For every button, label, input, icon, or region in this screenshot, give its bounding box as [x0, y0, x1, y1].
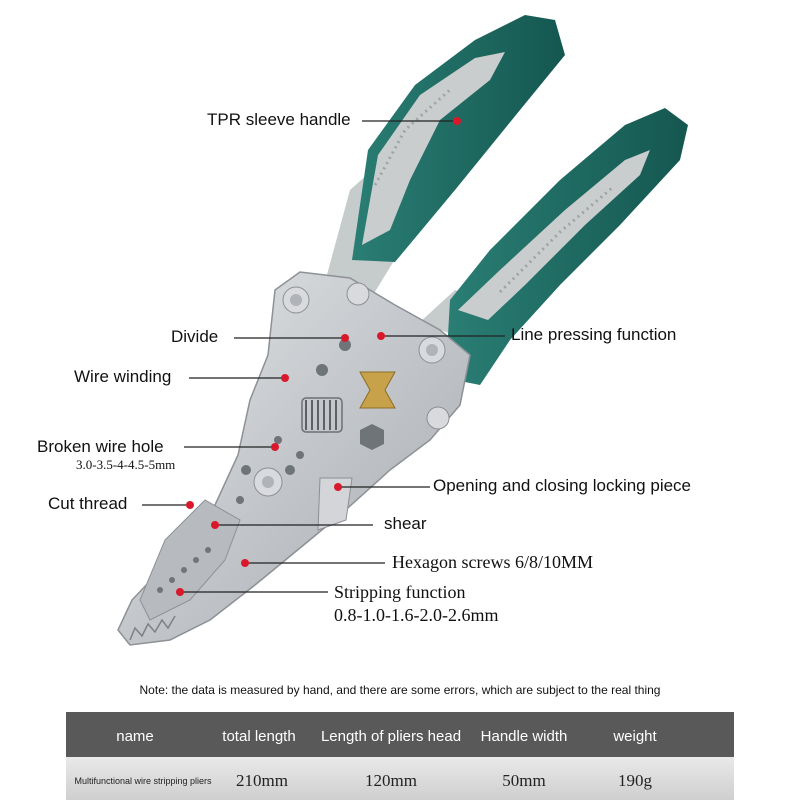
label-divide: Divide	[171, 327, 219, 346]
measurement-note: Note: the data is measured by hand, and …	[139, 683, 661, 697]
header-name: name	[116, 728, 154, 745]
label-hexagon-screws: Hexagon screws 6/8/10MM	[392, 552, 593, 572]
label-broken-wire-sizes: 3.0-3.5-4-4.5-5mm	[76, 457, 176, 472]
table-row: Multifunctional wire stripping pliers 21…	[66, 757, 734, 800]
pliers-head	[117, 271, 471, 646]
spec-table: name total length Length of pliers head …	[66, 712, 734, 800]
label-stripping-sizes: 0.8-1.0-1.6-2.0-2.6mm	[334, 605, 499, 625]
callout-dots	[176, 117, 461, 596]
callout-lines	[142, 120, 505, 593]
label-stripping-function: Stripping function	[334, 582, 466, 602]
label-line-pressing-function: Line pressing function	[511, 325, 677, 344]
cell-weight: 190g	[618, 771, 652, 790]
cell-total-length: 210mm	[236, 771, 288, 790]
header-handle-width: Handle width	[480, 728, 568, 745]
cell-handle-width: 50mm	[502, 771, 546, 790]
cell-head-length: 120mm	[365, 771, 417, 790]
label-wire-winding: Wire winding	[74, 367, 172, 386]
header-total-length: total length	[222, 728, 296, 745]
right-handle	[420, 108, 688, 385]
wire-stripping-pliers-illustration	[117, 15, 688, 646]
header-weight: weight	[613, 728, 657, 745]
label-broken-wire-hole: Broken wire hole	[37, 437, 164, 456]
label-cut-thread: Cut thread	[48, 494, 128, 513]
table-header-row: name total length Length of pliers head …	[66, 712, 734, 757]
header-head-length: Length of pliers head	[320, 728, 462, 745]
label-tpr-sleeve-handle: TPR sleeve handle	[207, 110, 351, 129]
label-shear: shear	[384, 514, 427, 533]
label-locking-piece: Opening and closing locking piece	[433, 476, 692, 495]
left-handle	[325, 15, 565, 300]
cell-name: Multifunctional wire stripping pliers	[74, 776, 212, 786]
